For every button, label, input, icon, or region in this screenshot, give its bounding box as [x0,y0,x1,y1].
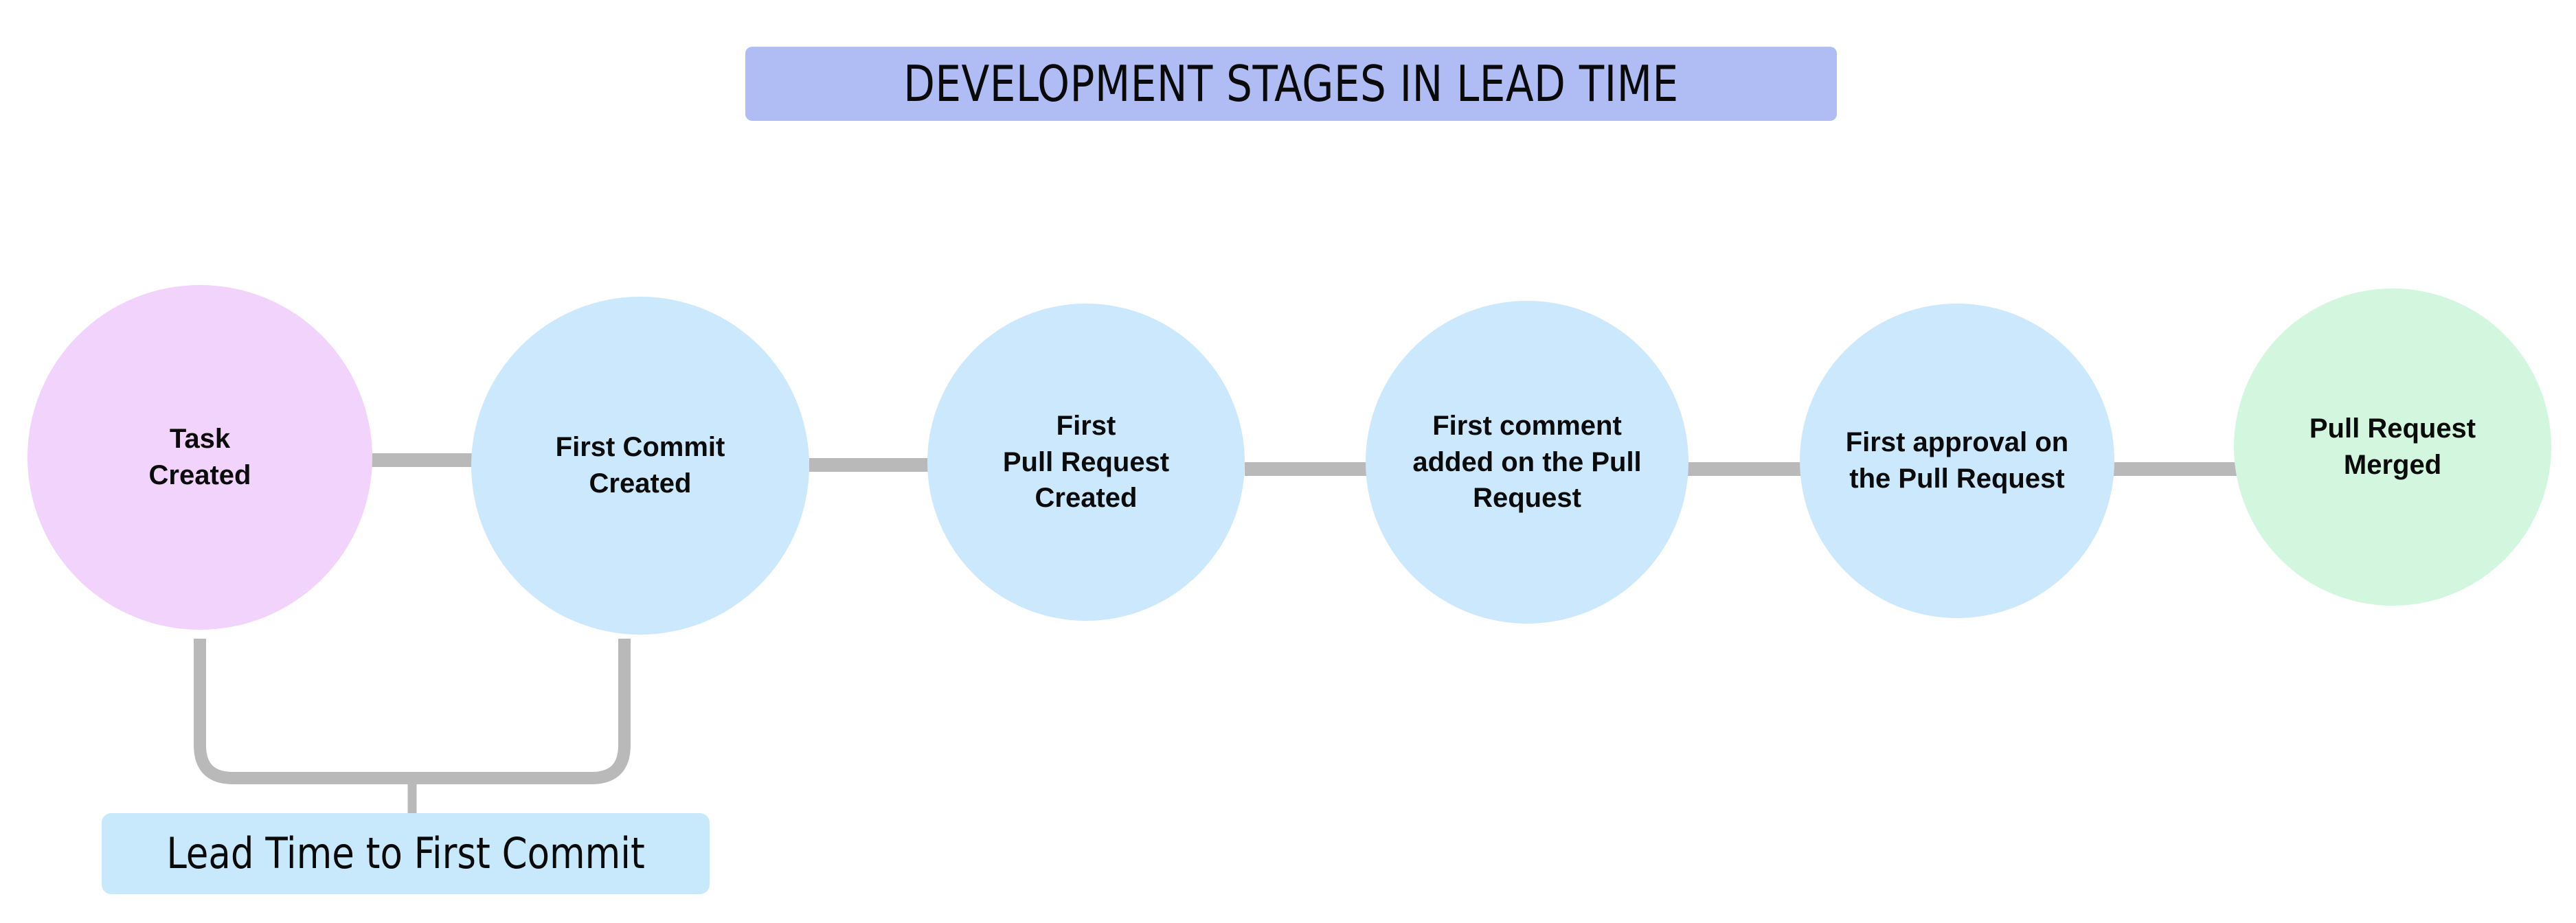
connector-first-pr-to-first-comment [1245,462,1368,476]
stage-label: Task Created [148,424,251,490]
stage-task-created[interactable]: Task Created [27,285,372,630]
stage-pull-request-merged[interactable]: Pull Request Merged [2234,288,2551,606]
stage-first-commit-created[interactable]: First Commit Created [471,297,809,635]
stage-label: First Commit Created [555,432,725,499]
stage-first-approval[interactable]: First approval on the Pull Request [1800,304,2114,618]
diagram-title: DEVELOPMENT STAGES IN LEAD TIME [903,55,1679,113]
lead-time-label-box[interactable]: Lead Time to First Commit [102,813,710,894]
stage-first-comment-added[interactable]: First comment added on the Pull Request [1366,301,1688,624]
connector-first-commit-to-first-pr [809,458,933,472]
connector-first-comment-to-first-approval [1684,462,1808,476]
lead-time-bracket [194,639,631,816]
diagram-title-box: DEVELOPMENT STAGES IN LEAD TIME [745,47,1837,121]
connector-first-approval-to-merged [2110,462,2238,476]
stage-label: Pull Request Merged [2309,413,2476,480]
lead-time-label: Lead Time to First Commit [166,828,645,878]
connector-task-to-first-commit [363,453,482,467]
stage-first-pull-request-created[interactable]: First Pull Request Created [927,304,1245,621]
stage-label: First Pull Request Created [1002,410,1170,514]
stage-label: First approval on the Pull Request [1845,427,2069,494]
stage-label: First comment added on the Pull Request [1412,410,1642,514]
